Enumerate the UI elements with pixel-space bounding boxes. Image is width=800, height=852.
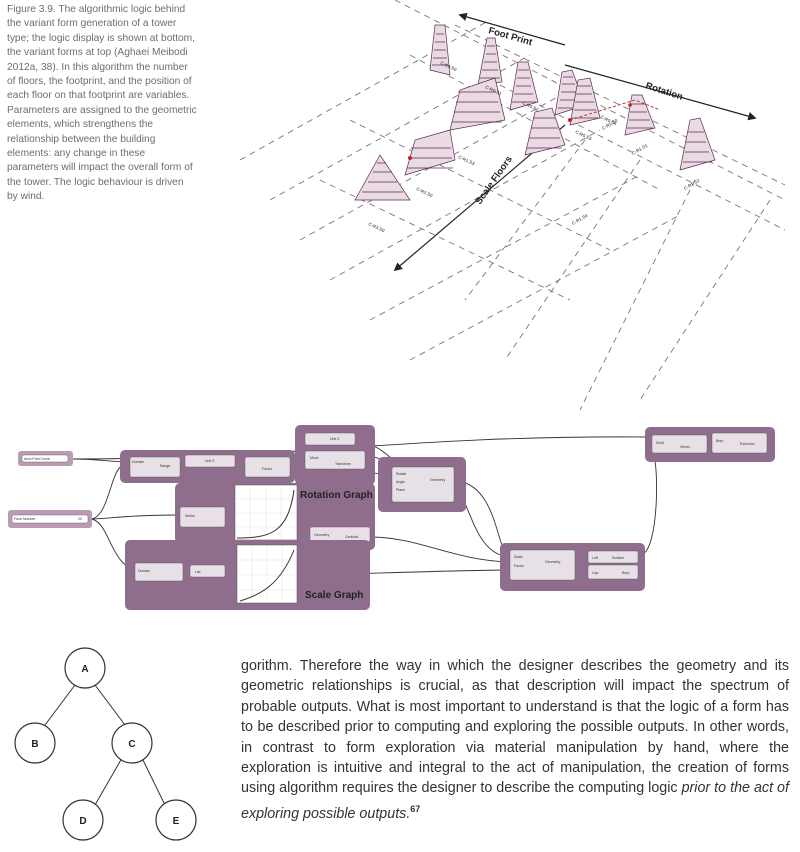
caption-text: Figure 3.9. The algorithmic logic behind…	[7, 4, 197, 203]
node-a-label: A	[81, 664, 88, 675]
surface-label: Surface	[612, 556, 624, 560]
tower-r1s3	[524, 107, 566, 156]
rotate-group: Rotate Angle Plane Geometry	[378, 457, 466, 512]
output-group: Solid Vector Brep Extrusion	[645, 427, 775, 462]
area-input-label: Area Print Curve	[24, 457, 50, 461]
area-print-input[interactable]: Area Print Curve	[18, 451, 73, 466]
move-label: Move	[310, 456, 319, 460]
grid-lines-b	[319, 0, 786, 301]
unit-z-label: Unit Z	[205, 459, 215, 463]
range-label: Range	[160, 464, 170, 468]
node-c-label: C	[128, 739, 135, 750]
variant-label: C-R1.S4	[571, 213, 589, 226]
centroid-label: Centroid	[345, 535, 358, 539]
rotate-label: Rotate	[396, 472, 406, 476]
tree-node-d: D	[62, 799, 104, 841]
tree-node-c: C	[111, 722, 153, 764]
tower-variants	[354, 24, 716, 201]
binary-tree-diagram: A B C D E	[14, 647, 197, 841]
list-label: List	[195, 570, 200, 574]
body-paragraph: gorithm. Therefore the way in which the …	[241, 656, 789, 824]
floor-number-slider[interactable]: Floor Number 20	[8, 510, 92, 528]
tower-variants-diagram: Foot Print Rotation Scale Floors	[240, 0, 786, 411]
brep-out-label: Brep	[716, 439, 723, 443]
cap-label: Cap	[592, 571, 598, 575]
body-text: gorithm. Therefore the way in which the …	[241, 656, 789, 824]
floor-number-value: 20	[78, 517, 82, 521]
red-dashed-path	[569, 99, 661, 121]
scale-label: Scale	[514, 555, 523, 559]
extrusion-label: Extrusion	[740, 442, 755, 446]
geometry-label-3: Geometry	[545, 560, 561, 564]
tower-r3s0	[354, 154, 411, 201]
solid-label: Solid	[656, 441, 664, 445]
node-d-label: D	[79, 816, 86, 827]
tree-node-b: B	[14, 722, 56, 764]
node-e-label: E	[173, 816, 180, 827]
factor-label: Factor	[262, 467, 273, 471]
brep-label: Brep	[622, 571, 629, 575]
angle-label: Angle	[396, 480, 405, 484]
range-group: Domain Range Unit Z Factor	[120, 450, 295, 483]
logic-node-diagram: Area Print Curve Floor Number 20 Domain …	[8, 425, 775, 610]
tower-r2s1	[404, 129, 456, 176]
variant-label: C-R1.S1	[631, 143, 649, 156]
unit-z-label-2: Unit Z	[330, 437, 340, 441]
tower-r2s0	[449, 77, 506, 131]
rotation-arrow	[564, 64, 757, 121]
vector-label: Vector	[680, 445, 691, 449]
move-group: Unit Z Move Transform	[295, 425, 375, 485]
plane-label: Plane	[396, 488, 405, 492]
rotation-label: Rotation	[644, 80, 684, 102]
domain-label-2: Domain	[138, 569, 150, 573]
domain-label: Domain	[132, 460, 144, 464]
loft-label: Loft	[592, 556, 598, 560]
tower-r0s1	[477, 37, 503, 86]
scale-graph-group: Domain List Scale Graph	[125, 540, 370, 610]
tree-node-a: A	[64, 647, 106, 689]
transform-label: Transform	[335, 462, 351, 466]
tower-r1s2	[679, 117, 716, 171]
scale-group: Scale Factor Geometry Loft Surface Cap B…	[500, 543, 645, 591]
tower-r0s0	[429, 24, 451, 76]
grid-lines-c	[464, 139, 771, 411]
variant-label: C-R3.S0	[368, 221, 386, 233]
tower-r0s2	[509, 61, 539, 111]
series-label: Series	[185, 514, 195, 518]
rotation-graph-title: Rotation Graph	[300, 490, 373, 501]
scale-graph-title: Scale Graph	[305, 590, 363, 601]
node-b-label: B	[31, 739, 38, 750]
factor-label-2: Factor	[514, 564, 525, 568]
tower-r1s0	[569, 77, 601, 126]
floor-number-label: Floor Number	[14, 517, 36, 521]
tree-edges	[44, 684, 166, 806]
body-paragraph-text: gorithm. Therefore the way in which the …	[241, 658, 789, 797]
variant-label: C-R1.S3	[458, 154, 476, 166]
variant-label: C-R1.S2	[683, 178, 701, 191]
tower-r1s1	[624, 94, 656, 136]
figure-caption: Figure 3.9. The algorithmic logic behind…	[7, 3, 197, 205]
geometry-label-2: Geometry	[314, 533, 330, 537]
variant-label: C-R2.S0	[416, 186, 434, 198]
geometry-label: Geometry	[430, 478, 446, 482]
body-paragraph-emphasis: prior to the act of exploring possible o…	[241, 780, 789, 822]
tree-node-e: E	[155, 799, 197, 841]
footprint-arrow	[458, 12, 566, 46]
grid-lines-a	[240, 19, 681, 361]
footnote-ref[interactable]: 67	[410, 803, 421, 814]
